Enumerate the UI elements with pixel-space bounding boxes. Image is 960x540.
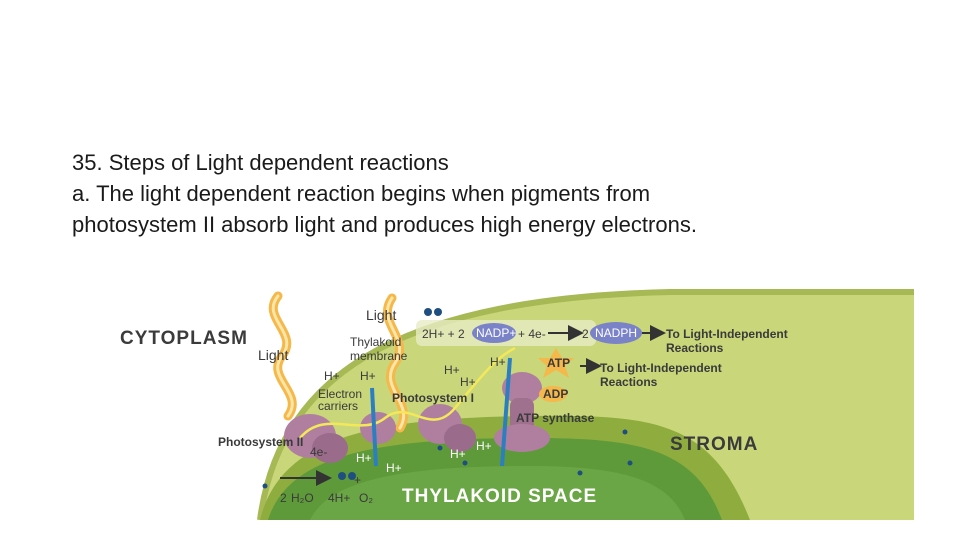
water-protons: 4H+ <box>328 491 350 505</box>
thylakoid-membrane-label-2: membrane <box>350 349 408 363</box>
electron-carriers-label-1: Electron <box>318 387 362 401</box>
nadp-molecule <box>472 323 516 343</box>
nadph-coefficient: 2 <box>582 327 589 341</box>
atp-star <box>538 348 574 378</box>
to-lir-2-line-1: To Light-Independent <box>600 361 722 375</box>
adp-molecule <box>539 386 567 402</box>
photosystem-i-subunit <box>444 424 476 452</box>
photosystem-ii-subunit <box>312 433 348 463</box>
h-plus-7: H+ <box>386 461 402 475</box>
stroma-label: STROMA <box>670 434 758 455</box>
atp-label: ATP <box>547 356 570 370</box>
light-ray-mid-highlight <box>385 296 406 430</box>
plus-4e-label: + 4e- <box>518 327 546 341</box>
atp-synthase-label: ATP synthase <box>516 411 595 425</box>
h-plus-2: H+ <box>360 369 376 383</box>
cytochrome-complex <box>360 412 396 444</box>
nadph-label: NADPH <box>595 326 637 340</box>
light-label-left: Light <box>258 347 288 363</box>
h-plus-5: H+ <box>490 355 506 369</box>
to-lir-1-line-1: To Light-Independent <box>666 327 788 341</box>
nadp-plus-label: NADP+ <box>476 326 516 340</box>
point-a-line-2: photosystem II absorb light and produces… <box>72 212 697 237</box>
light-reactions-diagram: CYTOPLASM STROMA THYLAKOID SPACE Light L… <box>110 288 914 520</box>
water-eq-plus: + <box>354 473 361 487</box>
proton-channel-2 <box>500 357 512 467</box>
atp-synthase-head <box>502 372 542 404</box>
atp-synthase-base <box>494 424 550 452</box>
diagram-svg: CYTOPLASM STROMA THYLAKOID SPACE Light L… <box>120 289 914 520</box>
h-plus-1: H+ <box>324 369 340 383</box>
light-ray-left-highlight <box>271 294 294 418</box>
four-e-label: 4e- <box>310 445 327 459</box>
thylakoid-space-label: THYLAKOID SPACE <box>402 486 597 507</box>
chloroplast-membrane <box>257 289 914 520</box>
cytoplasm-label: CYTOPLASM <box>120 328 248 349</box>
h-plus-8: H+ <box>450 447 466 461</box>
slide-text-body: 35. Steps of Light dependent reactions a… <box>72 147 912 240</box>
to-lir-2-line-2: Reactions <box>600 375 658 389</box>
thylakoid-membrane-label-1: Thylakoid <box>350 335 401 349</box>
oxygen-formula: O₂ <box>359 491 373 505</box>
to-lir-1-line-2: Reactions <box>666 341 724 355</box>
photosystem-i-label: Photosystem I <box>392 391 474 405</box>
h-plus-4: H+ <box>460 375 476 389</box>
electron-transport-path <box>299 346 516 439</box>
point-a-line-1: a. The light dependent reaction begins w… <box>72 181 651 206</box>
adp-label: ADP <box>543 387 568 401</box>
equation-2h-plus: 2H+ + 2 <box>422 327 465 341</box>
photosystem-ii-label: Photosystem II <box>218 435 303 449</box>
light-label-top: Light <box>366 307 396 323</box>
water-formula: H₂O <box>291 491 314 505</box>
h-plus-6: H+ <box>356 451 372 465</box>
nadph-molecule <box>590 322 642 344</box>
h-plus-3: H+ <box>444 363 460 377</box>
proton-channel-1 <box>370 387 378 467</box>
electron-carriers-label-2: carriers <box>318 399 358 413</box>
water-coefficient: 2 <box>280 491 287 505</box>
slide-heading: 35. Steps of Light dependent reactions <box>72 150 449 175</box>
h-plus-9: H+ <box>476 439 492 453</box>
thylakoid-inner-shade <box>310 466 685 520</box>
